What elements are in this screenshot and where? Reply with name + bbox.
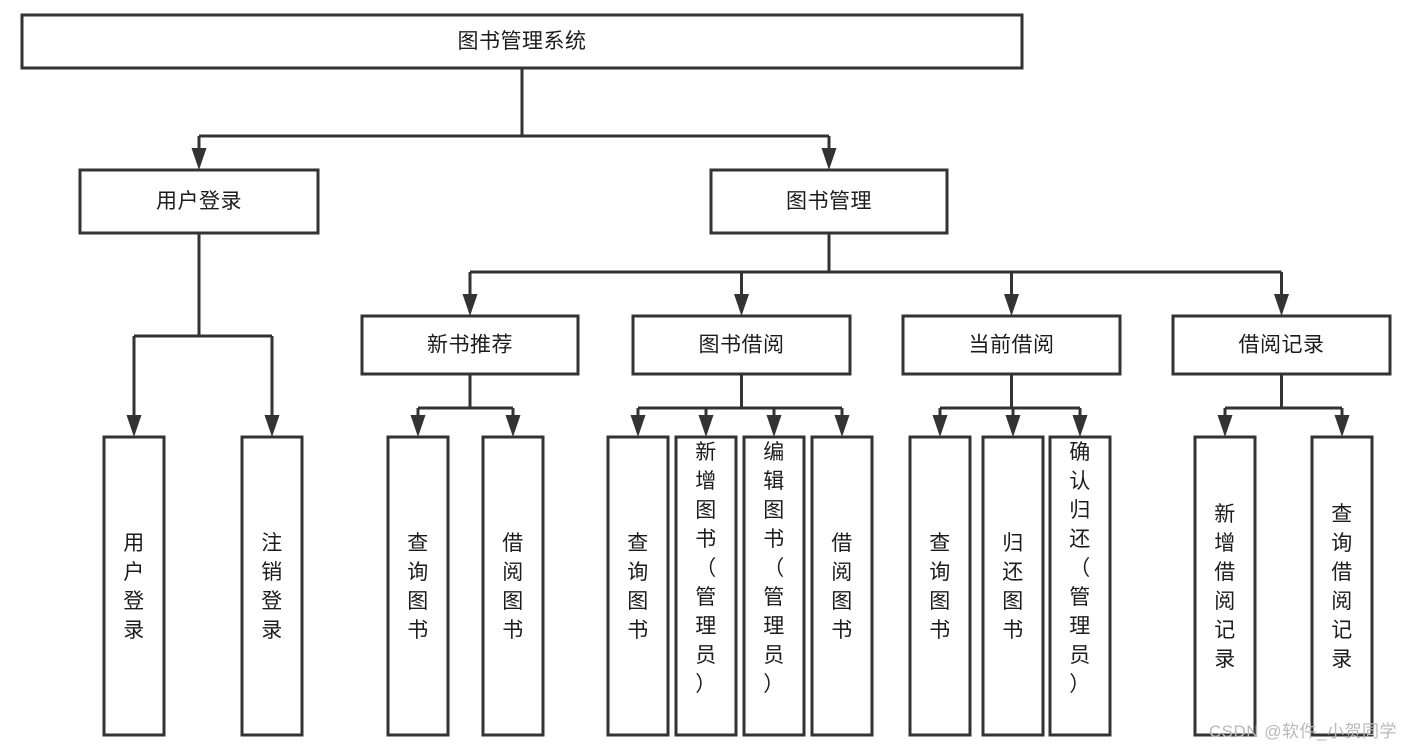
connector-group: [932, 374, 1088, 437]
arrowhead-icon: [932, 415, 948, 437]
node-leaf-12[interactable]: 新增借阅记录: [1193, 435, 1257, 737]
arrowhead-icon: [462, 294, 478, 316]
node-leaf-3[interactable]: 查询图书: [386, 435, 450, 737]
node-box[interactable]: [1310, 435, 1374, 737]
node-login[interactable]: 用户登录: [78, 168, 320, 235]
node-leaf-8[interactable]: 借阅图书: [810, 435, 874, 737]
node-leaf-13[interactable]: 查询借阅记录: [1310, 435, 1374, 737]
connector-group: [1217, 374, 1350, 437]
node-leaf-7[interactable]: 编辑图书（管理员）: [742, 435, 806, 737]
node-box[interactable]: [386, 435, 450, 737]
node-label: 借阅图书: [831, 532, 853, 642]
node-leaf-6[interactable]: 新增图书（管理员）: [674, 435, 738, 737]
node-box[interactable]: [901, 314, 1122, 376]
node-leaf-1[interactable]: 用户登录: [102, 435, 166, 737]
connector-group: [410, 374, 521, 437]
arrowhead-icon: [821, 148, 837, 170]
arrowhead-icon: [698, 415, 714, 437]
node-label: 用户登录: [156, 190, 242, 213]
node-label: 图书借阅: [699, 334, 785, 357]
node-box[interactable]: [1171, 314, 1392, 376]
node-label: 当前借阅: [969, 334, 1055, 357]
arrowhead-icon: [264, 415, 280, 437]
node-current[interactable]: 当前借阅: [901, 314, 1122, 376]
connector-group: [191, 68, 837, 170]
watermark-label: CSDN @软件_小贺同学: [1208, 722, 1397, 741]
arrowhead-icon: [834, 415, 850, 437]
node-label: 查询图书: [407, 532, 429, 642]
node-label: 用户登录: [123, 532, 145, 642]
connector-layer: [126, 68, 1350, 437]
node-box[interactable]: [1193, 435, 1257, 737]
node-leaf-10[interactable]: 归还图书: [981, 435, 1045, 737]
arrowhead-icon: [1217, 415, 1233, 437]
node-label: 查询图书: [627, 532, 649, 642]
node-newbook[interactable]: 新书推荐: [360, 314, 580, 376]
node-records[interactable]: 借阅记录: [1171, 314, 1392, 376]
node-box[interactable]: [674, 435, 738, 737]
node-box[interactable]: [20, 13, 1024, 70]
arrowhead-icon: [1005, 415, 1021, 437]
node-label: 借阅记录: [1239, 334, 1325, 357]
node-box[interactable]: [981, 435, 1045, 737]
node-label: 注销登录: [261, 532, 283, 642]
node-box[interactable]: [606, 435, 670, 737]
arrowhead-icon: [630, 415, 646, 437]
arrowhead-icon: [734, 294, 749, 316]
node-label: 归还图书: [1002, 532, 1024, 642]
node-label: 新书推荐: [427, 334, 513, 357]
arrowhead-icon: [1004, 294, 1019, 316]
arrowhead-icon: [1072, 415, 1088, 437]
connector-group: [462, 233, 1289, 316]
node-label: 编辑图书（管理员）: [763, 441, 785, 696]
node-leaf-4[interactable]: 借阅图书: [481, 435, 545, 737]
node-leaf-5[interactable]: 查询图书: [606, 435, 670, 737]
node-label: 确认归还（管理员）: [1069, 441, 1091, 696]
node-label: 图书管理系统: [458, 30, 587, 53]
node-leaf-2[interactable]: 注销登录: [240, 435, 304, 737]
node-label: 图书管理: [786, 190, 872, 213]
node-label: 查询借阅记录: [1331, 503, 1353, 671]
node-label: 新增借阅记录: [1214, 503, 1236, 671]
node-box[interactable]: [709, 168, 949, 235]
node-box[interactable]: [240, 435, 304, 737]
node-layer: 图书管理系统用户登录图书管理新书推荐图书借阅当前借阅借阅记录用户登录注销登录查询…: [20, 13, 1392, 737]
node-label: 新增图书（管理员）: [695, 441, 717, 696]
arrowhead-icon: [126, 415, 142, 437]
node-leaf-9[interactable]: 查询图书: [908, 435, 972, 737]
arrowhead-icon: [766, 415, 782, 437]
node-leaf-11[interactable]: 确认归还（管理员）: [1048, 435, 1112, 737]
node-bookmgmt[interactable]: 图书管理: [709, 168, 949, 235]
node-box[interactable]: [631, 314, 852, 376]
node-root[interactable]: 图书管理系统: [20, 13, 1024, 70]
arrowhead-icon: [191, 148, 207, 170]
arrowhead-icon: [410, 415, 426, 437]
node-box[interactable]: [78, 168, 320, 235]
node-box[interactable]: [102, 435, 166, 737]
arrowhead-icon: [1274, 294, 1289, 316]
connector-group: [630, 374, 850, 437]
node-borrow[interactable]: 图书借阅: [631, 314, 852, 376]
node-box[interactable]: [1048, 435, 1112, 737]
node-box[interactable]: [908, 435, 972, 737]
arrowhead-icon: [505, 415, 521, 437]
node-label: 借阅图书: [502, 532, 524, 642]
connector-group: [126, 233, 280, 437]
node-box[interactable]: [360, 314, 580, 376]
node-box[interactable]: [810, 435, 874, 737]
node-box[interactable]: [742, 435, 806, 737]
node-label: 查询图书: [929, 532, 951, 642]
node-box[interactable]: [481, 435, 545, 737]
arrowhead-icon: [1334, 415, 1350, 437]
